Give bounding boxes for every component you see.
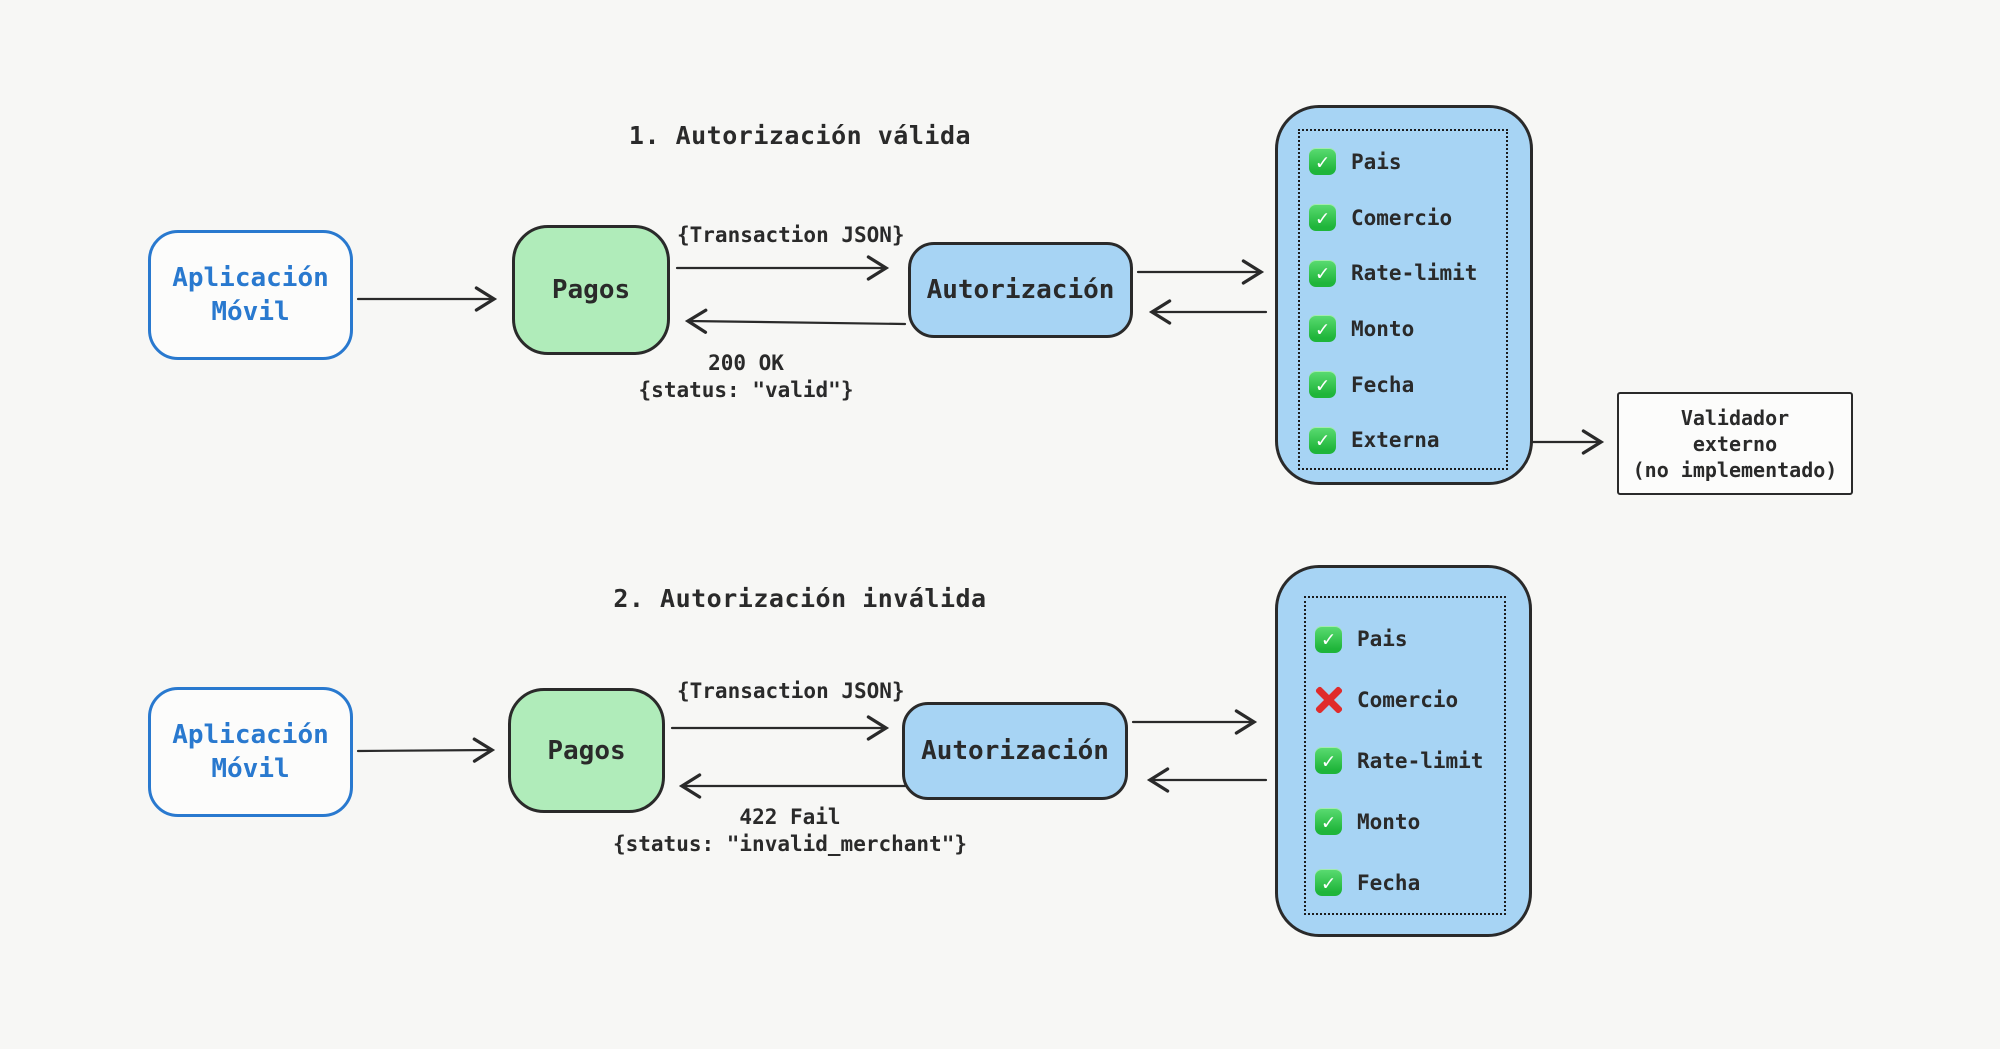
mobile-app-label-line1: Aplicación	[172, 720, 329, 750]
response-body-line: {status: "invalid_merchant"}	[612, 832, 967, 856]
mobile-app-label-line2: Móvil	[211, 297, 290, 327]
check-icon	[1315, 747, 1342, 775]
response-label-2: 422 Fail {status: "invalid_merchant"}	[600, 804, 980, 858]
pagos-box-2: Pagos	[508, 688, 665, 813]
autorizacion-box-2: Autorización	[902, 702, 1128, 800]
mobile-app-label-line1: Aplicación	[172, 263, 329, 293]
checklist-item: Pais	[1306, 609, 1504, 670]
checklist-item: Externa	[1300, 412, 1506, 468]
request-label-1: {Transaction JSON}	[677, 223, 905, 247]
check-icon	[1309, 315, 1336, 343]
response-label-1: 200 OK {status: "valid"}	[620, 350, 872, 404]
response-status-line: 200 OK	[708, 351, 784, 375]
check-icon	[1315, 625, 1342, 653]
check-icon	[1315, 808, 1342, 836]
check-icon	[1309, 371, 1336, 399]
request-label-2: {Transaction JSON}	[677, 679, 905, 703]
check-icon	[1315, 869, 1342, 897]
checklist-item: Fecha	[1306, 852, 1504, 913]
checklist-dotted-frame-2: Pais Comercio Rate-limit Monto Fecha	[1304, 596, 1506, 915]
autorizacion-label: Autorización	[926, 275, 1115, 305]
pagos-label: Pagos	[547, 735, 626, 766]
checklist-box-2: Pais Comercio Rate-limit Monto Fecha	[1275, 565, 1532, 937]
external-validator-box: Validador externo (no implementado)	[1617, 392, 1853, 495]
arrow-app-to-pagos-2	[356, 737, 496, 763]
checklist-item: Monto	[1300, 301, 1506, 357]
checklist-item: Pais	[1300, 134, 1506, 190]
checklist-item: Comercio	[1300, 190, 1506, 246]
check-icon	[1309, 148, 1336, 176]
pagos-label: Pagos	[551, 275, 631, 305]
checklist-dotted-frame-1: Pais Comercio Rate-limit Monto Fecha Ext…	[1298, 129, 1508, 470]
external-validator-line2: externo	[1692, 431, 1778, 456]
check-icon	[1309, 204, 1336, 231]
checklist-item: Monto	[1306, 791, 1504, 852]
checklist-item: Comercio	[1306, 670, 1504, 731]
mobile-app-box-1: Aplicación Móvil	[148, 230, 353, 360]
external-validator-line3: (no implementado)	[1632, 457, 1838, 482]
autorizacion-label: Autorización	[921, 736, 1109, 766]
checklist-item: Fecha	[1300, 357, 1506, 413]
pagos-box-1: Pagos	[512, 225, 670, 355]
check-icon	[1309, 259, 1336, 287]
external-validator-line1: Validador	[1680, 405, 1790, 430]
flow1-title: 1. Autorización válida	[628, 121, 972, 150]
checklist-item: Rate-limit	[1300, 245, 1506, 301]
cross-icon	[1315, 687, 1342, 714]
arrow-auth-to-pagos-return-1	[684, 308, 907, 334]
check-icon	[1309, 426, 1336, 454]
checklist-item: Rate-limit	[1306, 731, 1504, 792]
autorizacion-box-1: Autorización	[908, 242, 1133, 338]
mobile-app-label-line2: Móvil	[211, 754, 290, 784]
response-body-line: {status: "valid"}	[638, 378, 854, 402]
mobile-app-box-2: Aplicación Móvil	[148, 687, 353, 817]
checklist-box-1: Pais Comercio Rate-limit Monto Fecha Ext…	[1275, 105, 1533, 485]
flow2-title: 2. Autorización inválida	[613, 584, 987, 613]
response-status-line: 422 Fail	[739, 805, 841, 829]
